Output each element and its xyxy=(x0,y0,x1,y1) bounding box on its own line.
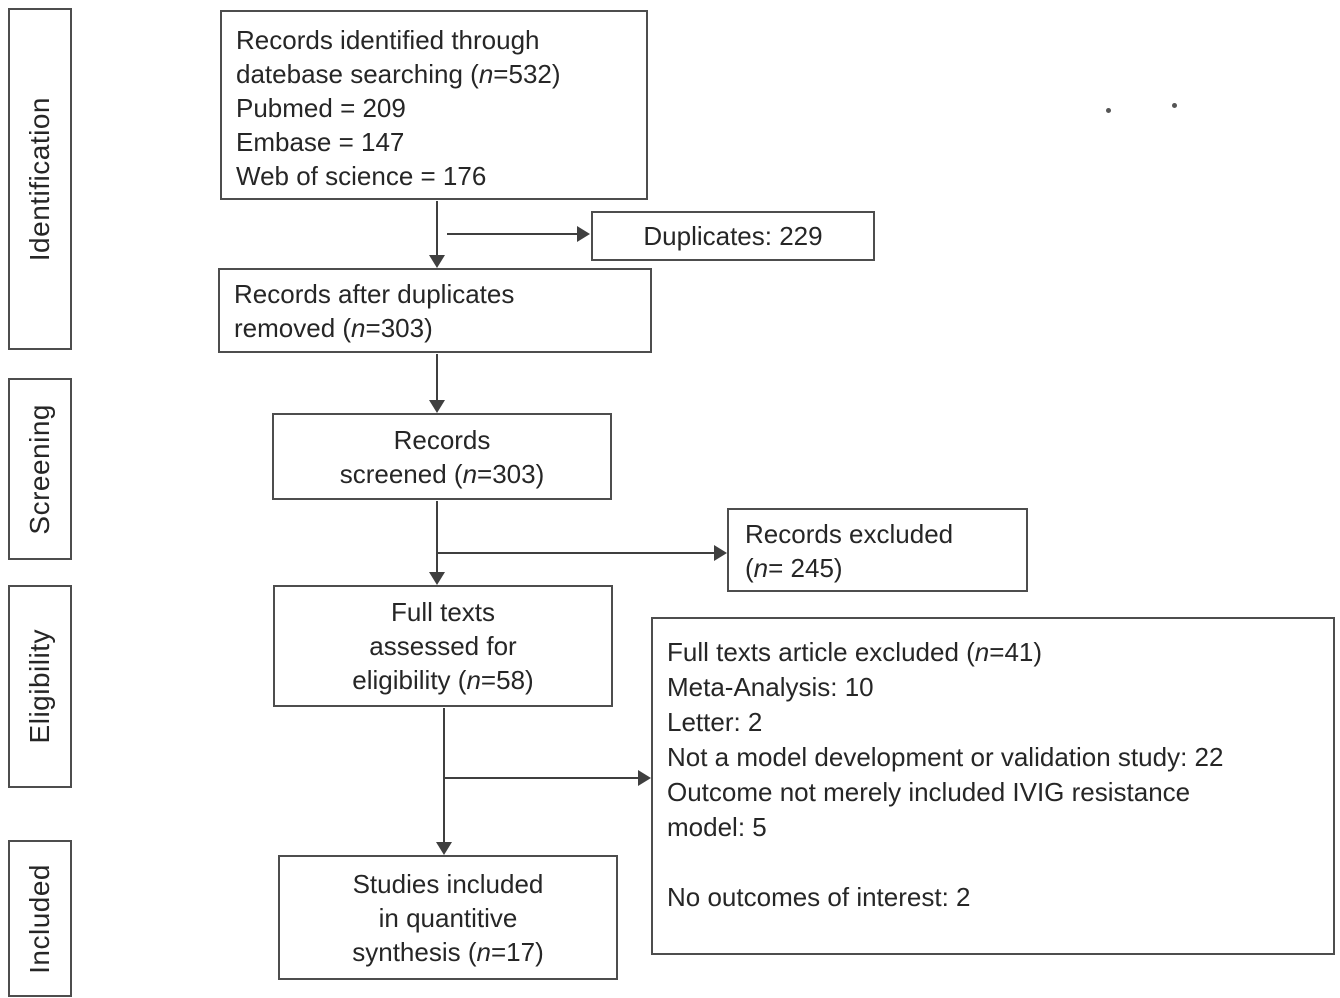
stage-screening: Screening xyxy=(8,378,72,560)
box-records-excluded: Records excluded (n= 245) xyxy=(727,508,1028,592)
records-screened-line: Records xyxy=(393,424,491,455)
stage-included: Included xyxy=(8,840,72,997)
box-full-texts-assessed: Full texts assessed for eligibility (n=5… xyxy=(273,585,613,707)
records-identified-line: Web of science = 176 xyxy=(236,161,487,191)
records-identified-line: Records identified through xyxy=(236,25,540,55)
studies-included-line: synthesis (n=17) xyxy=(352,936,544,967)
arrowhead-down-icon xyxy=(429,255,445,268)
arrow-to-fulltexts-excluded xyxy=(444,777,638,779)
full-texts-line: eligibility (n=58) xyxy=(352,665,534,695)
arrow-afterdup-to-screened xyxy=(436,354,438,401)
full-texts-line: Full texts xyxy=(390,597,496,627)
full-texts-excluded-line: model: 5 xyxy=(667,812,767,842)
stage-eligibility-label: Eligibility xyxy=(24,629,55,744)
arrowhead-right-icon xyxy=(577,226,590,242)
box-full-texts-excluded: Full texts article excluded (n=41) Meta-… xyxy=(651,617,1335,955)
arrow-fulltexts-to-included xyxy=(443,708,445,842)
arrowhead-down-icon xyxy=(429,572,445,585)
full-texts-excluded-line: Outcome not merely included IVIG resista… xyxy=(667,777,1191,807)
records-excluded-line: Records excluded xyxy=(745,519,954,549)
after-duplicates-line: removed (n=303) xyxy=(234,313,433,343)
duplicates-label: Duplicates: 229 xyxy=(643,221,823,251)
arrowhead-right-icon xyxy=(714,545,727,561)
records-identified-line: Pubmed = 209 xyxy=(236,93,406,123)
full-texts-excluded-line: Meta-Analysis: 10 xyxy=(667,672,874,702)
records-screened-line: screened (n=303) xyxy=(339,458,545,489)
records-identified-line: Embase = 147 xyxy=(236,127,405,157)
arrow-to-records-excluded xyxy=(437,552,715,554)
arrowhead-down-icon xyxy=(429,400,445,413)
after-duplicates-line: Records after duplicates xyxy=(234,279,515,309)
arrow-identified-to-afterdup xyxy=(436,201,438,257)
stage-eligibility: Eligibility xyxy=(8,585,72,788)
full-texts-line: assessed for xyxy=(369,631,517,661)
full-texts-excluded-line: Not a model development or validation st… xyxy=(667,742,1224,772)
arrowhead-right-icon xyxy=(638,770,651,786)
full-texts-excluded-line xyxy=(667,845,1323,880)
box-records-identified: Records identified through datebase sear… xyxy=(220,10,648,200)
stage-screening-label: Screening xyxy=(24,403,55,535)
studies-included-line: in quantitive xyxy=(378,902,518,933)
arrow-to-duplicates xyxy=(447,233,578,235)
box-after-duplicates: Records after duplicates removed (n=303) xyxy=(218,268,652,353)
studies-included-line: Studies included xyxy=(352,868,544,899)
records-excluded-line: (n= 245) xyxy=(745,553,843,583)
stage-identification: Identification xyxy=(8,8,72,350)
speck-dot xyxy=(1106,108,1111,113)
stage-included-label: Included xyxy=(24,863,55,974)
full-texts-excluded-line: Full texts article excluded (n=41) xyxy=(667,637,1043,667)
box-duplicates: Duplicates: 229 xyxy=(591,211,875,261)
speck-dot xyxy=(1172,103,1177,108)
arrowhead-down-icon xyxy=(436,842,452,855)
full-texts-excluded-line: No outcomes of interest: 2 xyxy=(667,882,971,912)
full-texts-excluded-line: Letter: 2 xyxy=(667,707,763,737)
box-records-screened: Records screened (n=303) xyxy=(272,413,612,500)
stage-identification-label: Identification xyxy=(24,96,55,262)
records-identified-line: datebase searching (n=532) xyxy=(236,59,561,89)
box-studies-included: Studies included in quantitive synthesis… xyxy=(278,855,618,980)
arrow-screened-to-fulltexts xyxy=(436,501,438,573)
